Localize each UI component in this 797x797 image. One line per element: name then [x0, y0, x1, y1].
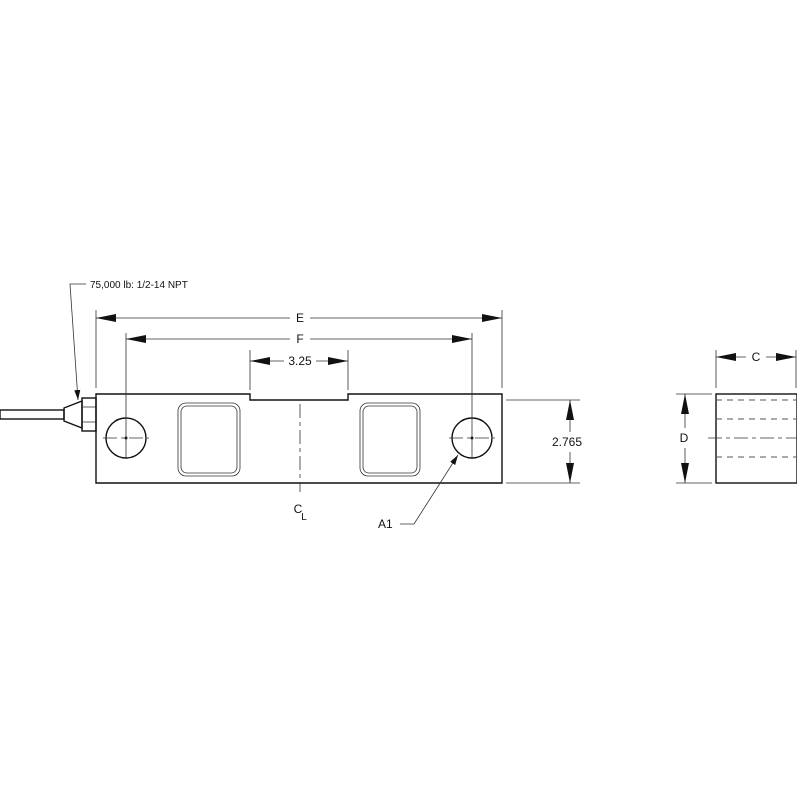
load-cell-body — [95, 393, 503, 484]
dim-slot-label: 3.25 — [288, 354, 312, 368]
callout-leader — [400, 454, 459, 525]
dim-E-label: E — [296, 311, 304, 325]
connector-cone — [63, 399, 83, 430]
cable — [0, 409, 65, 420]
dim-F-label: F — [296, 332, 303, 346]
connector-nut — [81, 397, 97, 432]
hole-callout: A1 — [378, 517, 393, 531]
dim-C-label: C — [752, 350, 761, 364]
centerline-C: C — [294, 502, 303, 516]
connector-note: 75,000 lb: 1/2-14 NPT — [90, 280, 188, 291]
dim-height-label: 2.765 — [552, 435, 582, 449]
dim-D-label: D — [680, 431, 689, 445]
side-view — [715, 393, 797, 484]
cable-connector — [0, 397, 97, 432]
gauge-pocket-left — [177, 402, 241, 477]
gauge-pocket-right — [359, 402, 421, 477]
centerline-L: L — [301, 512, 307, 523]
note-leader — [69, 283, 86, 401]
